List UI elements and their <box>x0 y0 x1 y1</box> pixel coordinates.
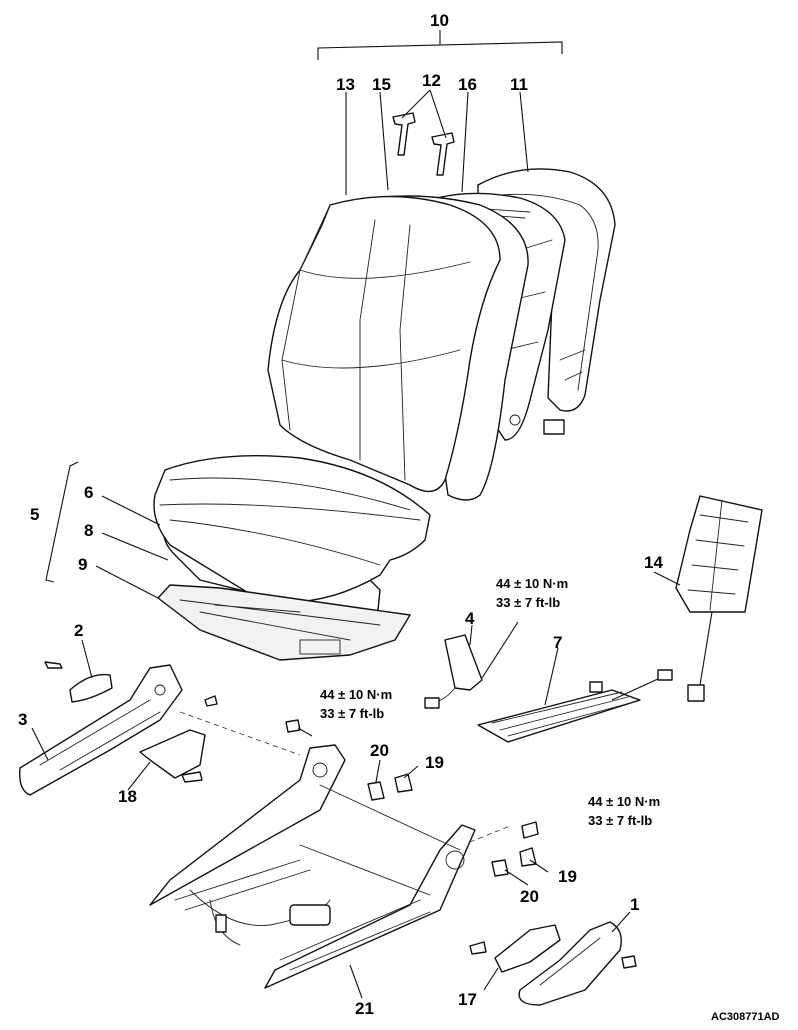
torque-spec-front-bolt: 44 ± 10 N·m 33 ± 7 ft-lb <box>588 794 660 828</box>
callout-16: 16 <box>458 75 477 94</box>
callout-20b: 20 <box>520 887 539 906</box>
torque-spec-rear-bolt: 44 ± 10 N·m 33 ± 7 ft-lb <box>320 687 392 721</box>
seat-cushion-pan <box>157 584 411 661</box>
torque-imperial: 33 ± 7 ft-lb <box>496 595 560 610</box>
seat-cushion <box>153 455 431 614</box>
callout-12: 12 <box>422 71 441 90</box>
torque-imperial: 33 ± 7 ft-lb <box>320 706 384 721</box>
reference-lines <box>179 711 511 843</box>
seat-belt-buckle <box>424 634 483 709</box>
callout-2: 2 <box>74 621 83 640</box>
mounting-bolts <box>285 719 637 969</box>
callout-20a: 20 <box>370 741 389 760</box>
seat-adjuster-frame <box>149 744 476 989</box>
callout-11: 11 <box>510 75 528 94</box>
callout-5: 5 <box>30 505 39 524</box>
callout-19a: 19 <box>425 753 444 772</box>
callout-7: 7 <box>553 633 562 652</box>
cushion-heater-element <box>477 669 673 743</box>
torque-metric: 44 ± 10 N·m <box>496 576 568 591</box>
callout-1: 1 <box>630 895 639 914</box>
side-shield <box>139 729 206 783</box>
callout-9: 9 <box>78 555 87 574</box>
outer-side-cover <box>518 921 622 1006</box>
torque-metric: 44 ± 10 N·m <box>588 794 660 809</box>
headrest-guides <box>392 112 455 176</box>
seatback-cover <box>267 195 501 493</box>
callout-3: 3 <box>18 710 27 729</box>
callout-10: 10 <box>430 11 449 30</box>
callout-17: 17 <box>458 990 477 1009</box>
callout-labels: 10 13 15 12 16 11 5 6 8 9 2 3 18 4 7 14 … <box>18 11 663 1018</box>
callout-21: 21 <box>355 999 374 1018</box>
figure-code: AC308771AD <box>711 1011 780 1023</box>
callout-15: 15 <box>372 75 391 94</box>
callout-6: 6 <box>84 483 93 502</box>
callout-4: 4 <box>465 609 475 628</box>
leader-lines <box>31 89 681 999</box>
seatback-heater-element <box>675 495 763 702</box>
callout-13: 13 <box>336 75 355 94</box>
callout-8: 8 <box>84 521 93 540</box>
bracket-10 <box>317 30 563 60</box>
torque-spec-buckle: 44 ± 10 N·m 33 ± 7 ft-lb <box>496 576 568 610</box>
callout-18: 18 <box>118 787 137 806</box>
inner-side-cover <box>494 924 561 973</box>
torque-metric: 44 ± 10 N·m <box>320 687 392 702</box>
adjuster-lever <box>44 661 113 703</box>
callout-19b: 19 <box>558 867 577 886</box>
side-rail-cover <box>19 664 218 796</box>
torque-imperial: 33 ± 7 ft-lb <box>588 813 652 828</box>
callout-14: 14 <box>644 553 663 572</box>
